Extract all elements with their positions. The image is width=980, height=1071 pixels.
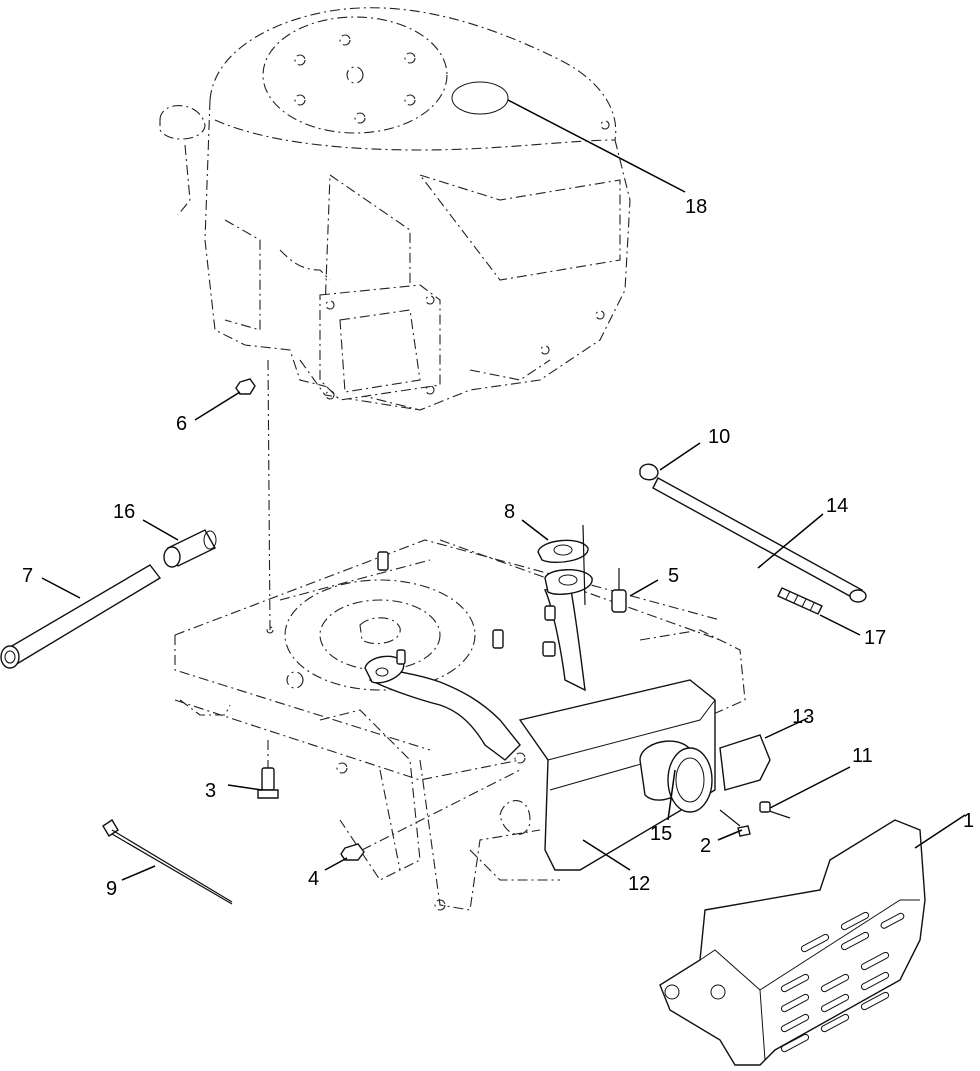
callout-5: 5 (668, 565, 679, 587)
tube-7 (0, 564, 162, 669)
callout-8: 8 (504, 501, 515, 523)
pin-11 (759, 801, 791, 819)
callout-3: 3 (205, 780, 216, 802)
decal-oval (451, 81, 509, 115)
callout-6: 6 (176, 413, 187, 435)
callout-2: 2 (700, 835, 711, 857)
rod-14 (639, 463, 867, 603)
heat-shield-1 (659, 819, 926, 1066)
callout-15: 15 (650, 823, 672, 845)
engine-phantom-outline (159, 7, 631, 411)
callout-13: 13 (792, 706, 814, 728)
callout-9: 9 (106, 878, 117, 900)
clamp-16 (163, 529, 217, 568)
alignment-line (267, 359, 271, 631)
gasket (537, 539, 589, 564)
callout-17: 17 (864, 627, 886, 649)
cable-tie-9 (102, 819, 233, 905)
nut-4 (340, 843, 365, 861)
callout-16: 16 (113, 501, 135, 523)
callout-4: 4 (308, 868, 319, 890)
nut-6 (235, 378, 256, 395)
spring-17 (777, 587, 823, 615)
callout-1: 1 (963, 810, 974, 832)
callout-12: 12 (628, 873, 650, 895)
bolt-3 (257, 767, 279, 799)
frame-hardware (377, 551, 556, 665)
bolt-5 (611, 568, 627, 613)
callout-labels: 1 2 3 4 5 6 7 8 9 10 11 12 13 14 15 16 1… (22, 196, 974, 900)
callout-7: 7 (22, 565, 33, 587)
callout-14: 14 (826, 495, 848, 517)
screw-2 (719, 809, 751, 837)
callout-11: 11 (852, 745, 873, 767)
muffler (518, 679, 716, 871)
callout-10: 10 (708, 426, 730, 448)
muffler-bracket (719, 734, 771, 791)
heat-shield-slots (780, 911, 905, 1053)
callout-18: 18 (685, 196, 707, 218)
leader-lines (41, 99, 966, 881)
